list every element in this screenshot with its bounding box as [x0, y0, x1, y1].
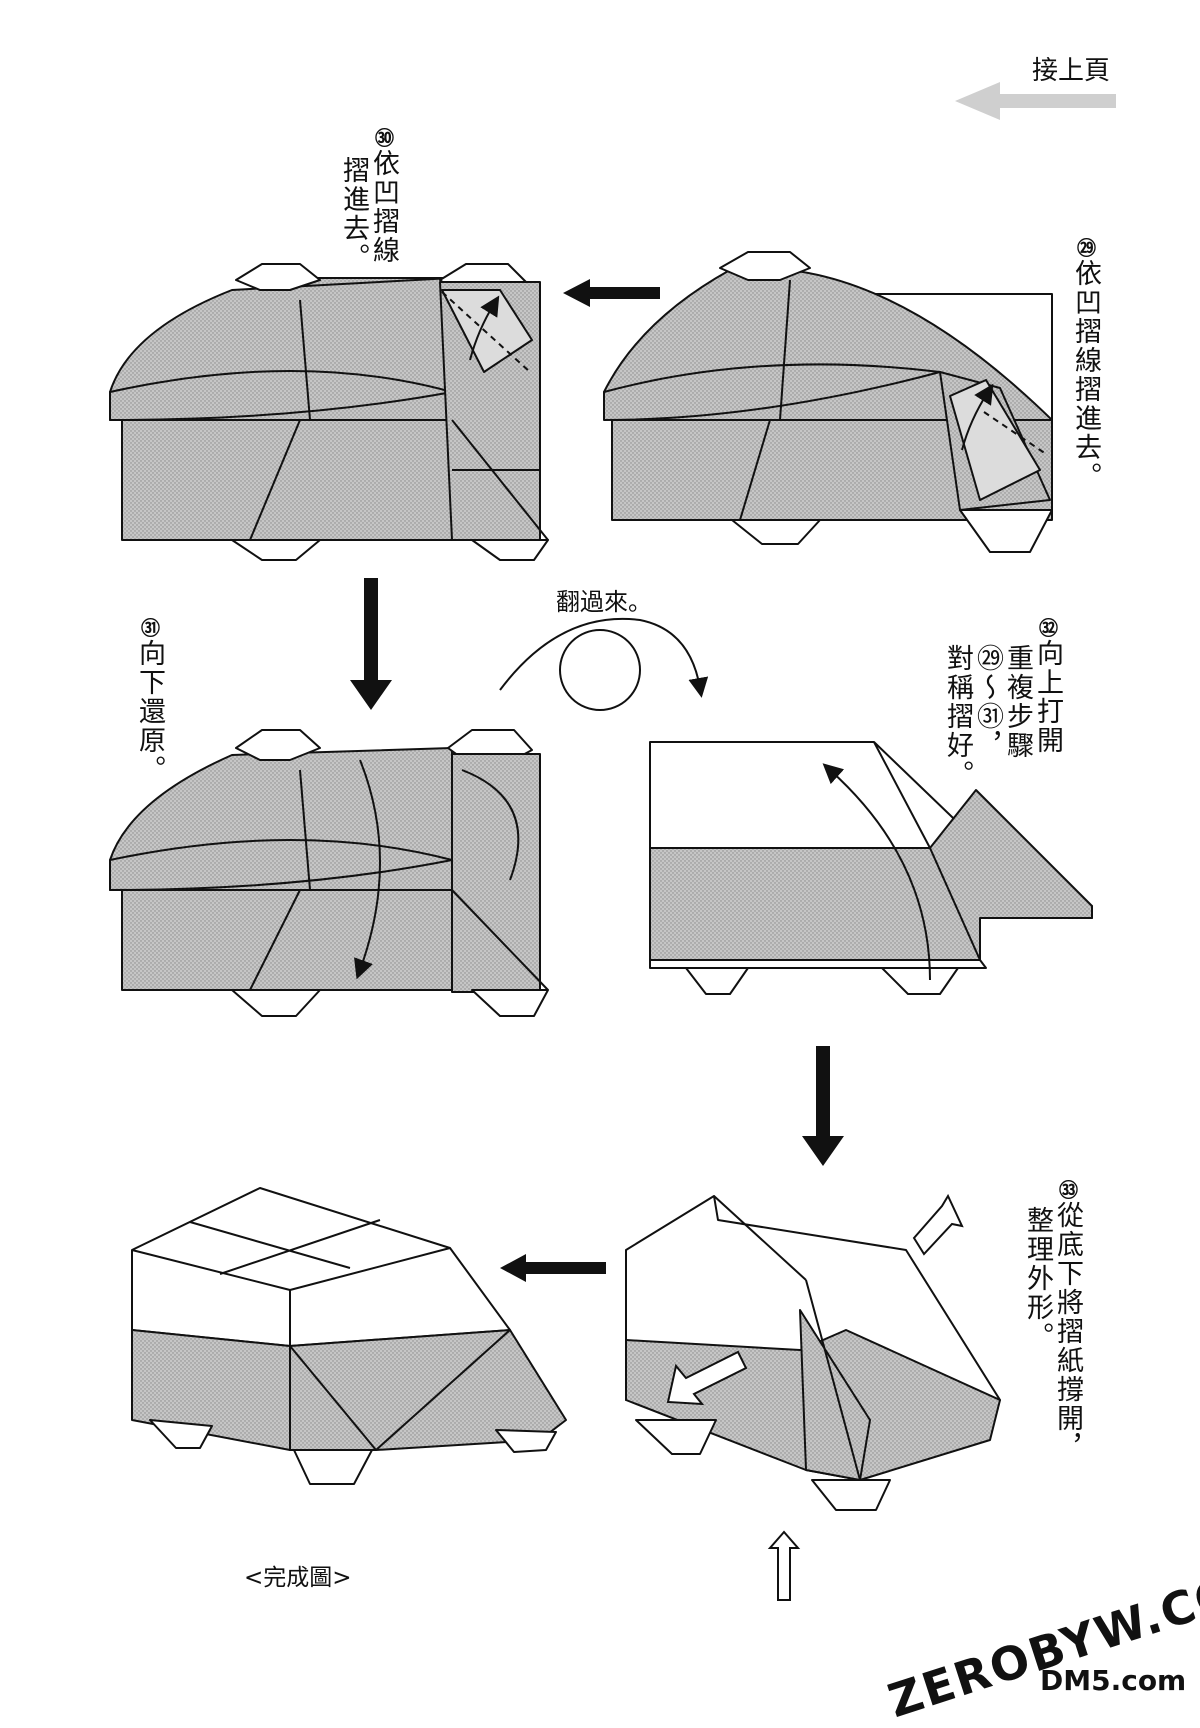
step-30-number: ㉚: [372, 128, 394, 149]
step-32-number: ㉜: [1036, 618, 1058, 639]
step-32-line3: ㉙～㉛，: [972, 644, 1003, 760]
flip-label: 翻過來。: [556, 588, 652, 616]
arrow-down-icon: [350, 578, 392, 710]
step-29-model: [603, 251, 1053, 553]
flip-over-icon: [499, 617, 709, 711]
pull-arrow-icon: [666, 1350, 748, 1406]
continue-label: 接上頁: [1032, 56, 1111, 86]
step-30-line1: 依凹摺線: [368, 149, 399, 265]
step-33-label: ㉝從底下將摺紙撐開， 整理外形。: [1022, 1180, 1083, 1462]
step-32-line2: 重複步驟: [1002, 644, 1033, 760]
step-30-model: [109, 263, 549, 561]
step-31-label: ㉛向下還原。: [134, 618, 165, 784]
arrow-down-icon-2: [802, 1046, 844, 1166]
finished-label: <完成圖>: [244, 1565, 352, 1591]
open-arrow-icon: [912, 1193, 964, 1256]
step-32-label: ㉜向上打開 重複步驟 ㉙～㉛， 對稱摺好。: [942, 618, 1063, 789]
finished-model: [131, 1187, 567, 1485]
arrow-left-icon-2: [500, 1254, 606, 1282]
step-33-line2: 整理外形。: [1022, 1206, 1053, 1351]
step-33-number: ㉝: [1056, 1180, 1078, 1201]
step-30-label: ㉚依凹摺線 摺進去。: [338, 128, 399, 272]
step-32-line1: 向上打開: [1032, 639, 1063, 755]
step-29-label: ㉙依凹摺線摺進去。: [1070, 238, 1101, 491]
continue-arrow-icon: [955, 82, 1116, 120]
step-32-model: [649, 741, 1093, 995]
arrow-left-icon: [563, 279, 660, 307]
step-31-model: [109, 729, 549, 1017]
step-33-model: [625, 1195, 1001, 1511]
push-up-arrow-icon: [767, 1530, 801, 1601]
step-31-text: 向下還原。: [134, 639, 165, 784]
watermark-site: DM5.com: [1040, 1664, 1187, 1697]
step-30-line2: 摺進去。: [338, 156, 369, 272]
step-31-number: ㉛: [138, 618, 160, 639]
step-32-line4: 對稱摺好。: [942, 644, 973, 789]
step-29-number: ㉙: [1074, 238, 1096, 259]
step-29-text: 依凹摺線摺進去。: [1070, 259, 1101, 491]
step-33-line1: 從底下將摺紙撐開，: [1052, 1201, 1083, 1462]
